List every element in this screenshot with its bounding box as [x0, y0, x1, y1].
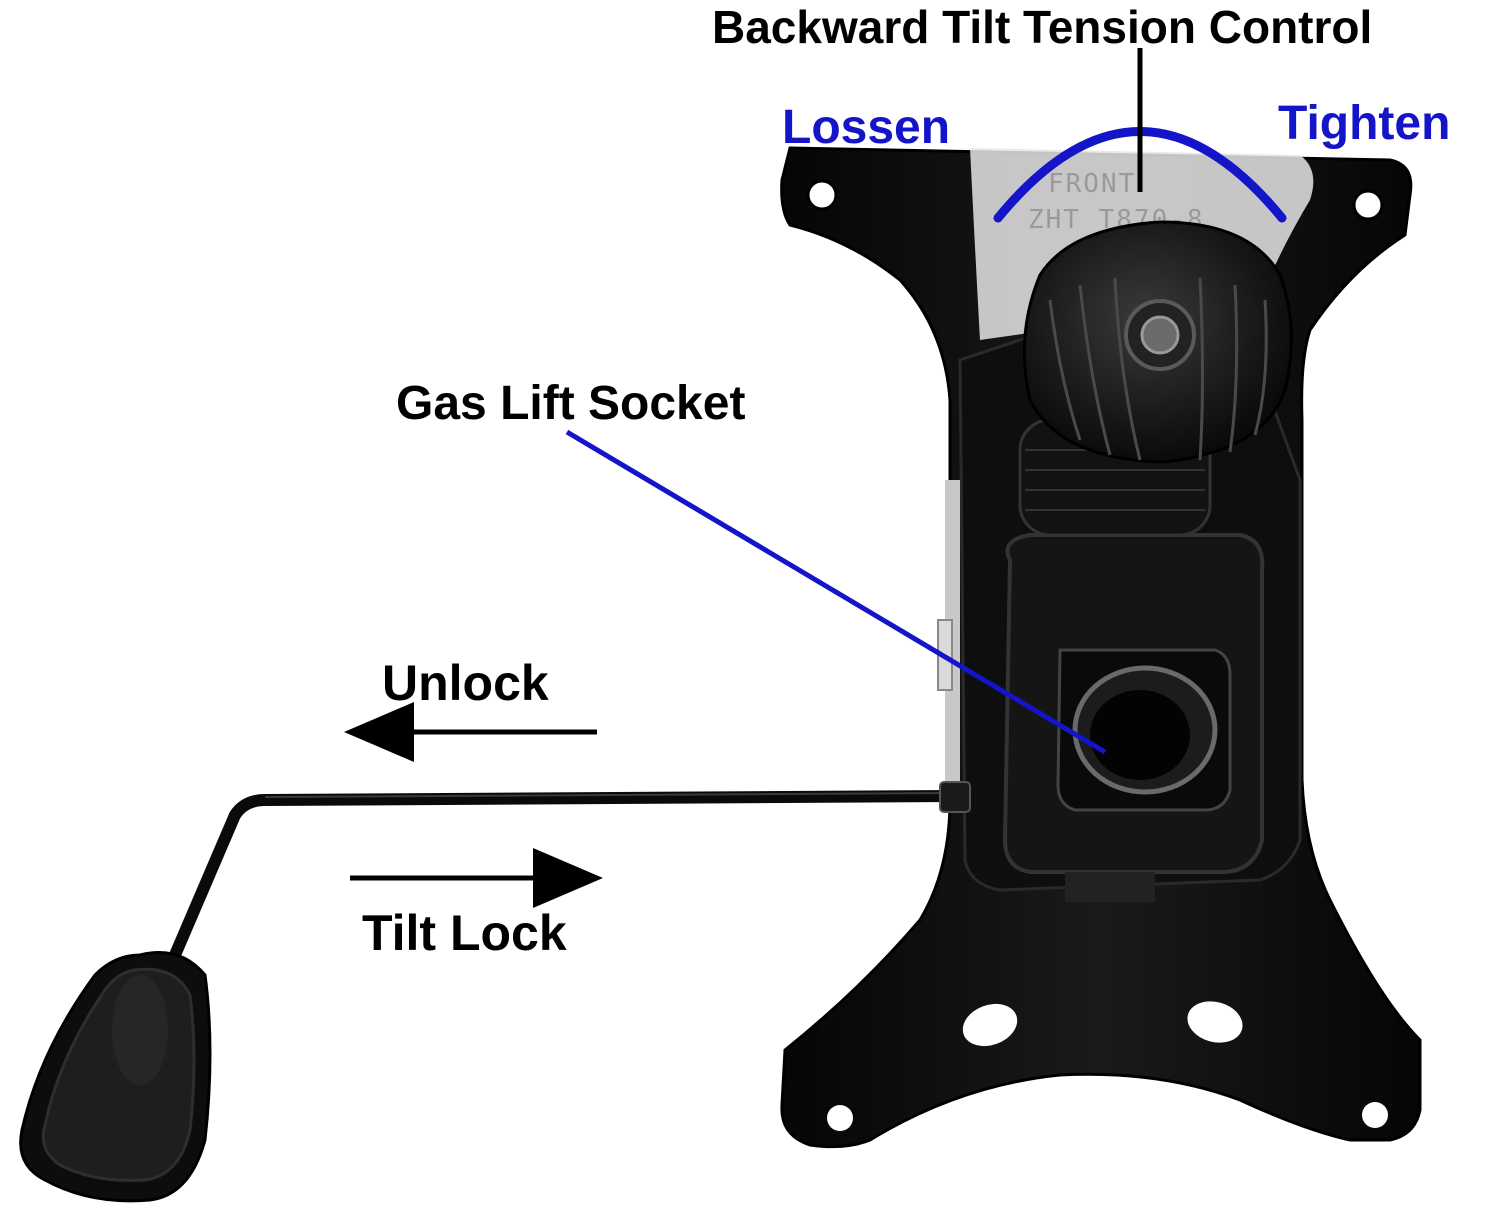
- tension-control-label: Backward Tilt Tension Control: [712, 1, 1373, 53]
- gas-lift-socket-hole: [1090, 690, 1190, 780]
- lever-paddle-grip: [112, 975, 168, 1085]
- mount-hole-bottom-far-right: [1362, 1102, 1388, 1128]
- tilt-lock-lever-rod: [169, 790, 961, 961]
- tilt-lock-label: Tilt Lock: [362, 905, 567, 961]
- gas-lift-leader: [565, 429, 1107, 755]
- mount-hole-bottom-left: [962, 1003, 1018, 1047]
- unlock-label: Unlock: [382, 655, 549, 711]
- knob-center-nut: [1140, 315, 1180, 355]
- knob-grip-ribs: [1048, 277, 1268, 461]
- plate-stamp-line1: FRONT: [1048, 169, 1136, 199]
- lever-pivot-collar: [939, 781, 971, 813]
- loosen-label: Lossen: [782, 101, 951, 154]
- tighten-label: Tighten: [1278, 97, 1451, 150]
- mount-hole-bottom-right: [1187, 1001, 1243, 1043]
- mount-hole-bottom-far-left: [827, 1105, 853, 1131]
- mount-hole-top-right: [1352, 189, 1384, 221]
- lever-rod-highlight: [264, 792, 956, 798]
- gas-lift-socket-label: Gas Lift Socket: [396, 377, 746, 430]
- housing-bottom-tab: [1065, 872, 1155, 902]
- mount-hole-top-left: [806, 179, 838, 211]
